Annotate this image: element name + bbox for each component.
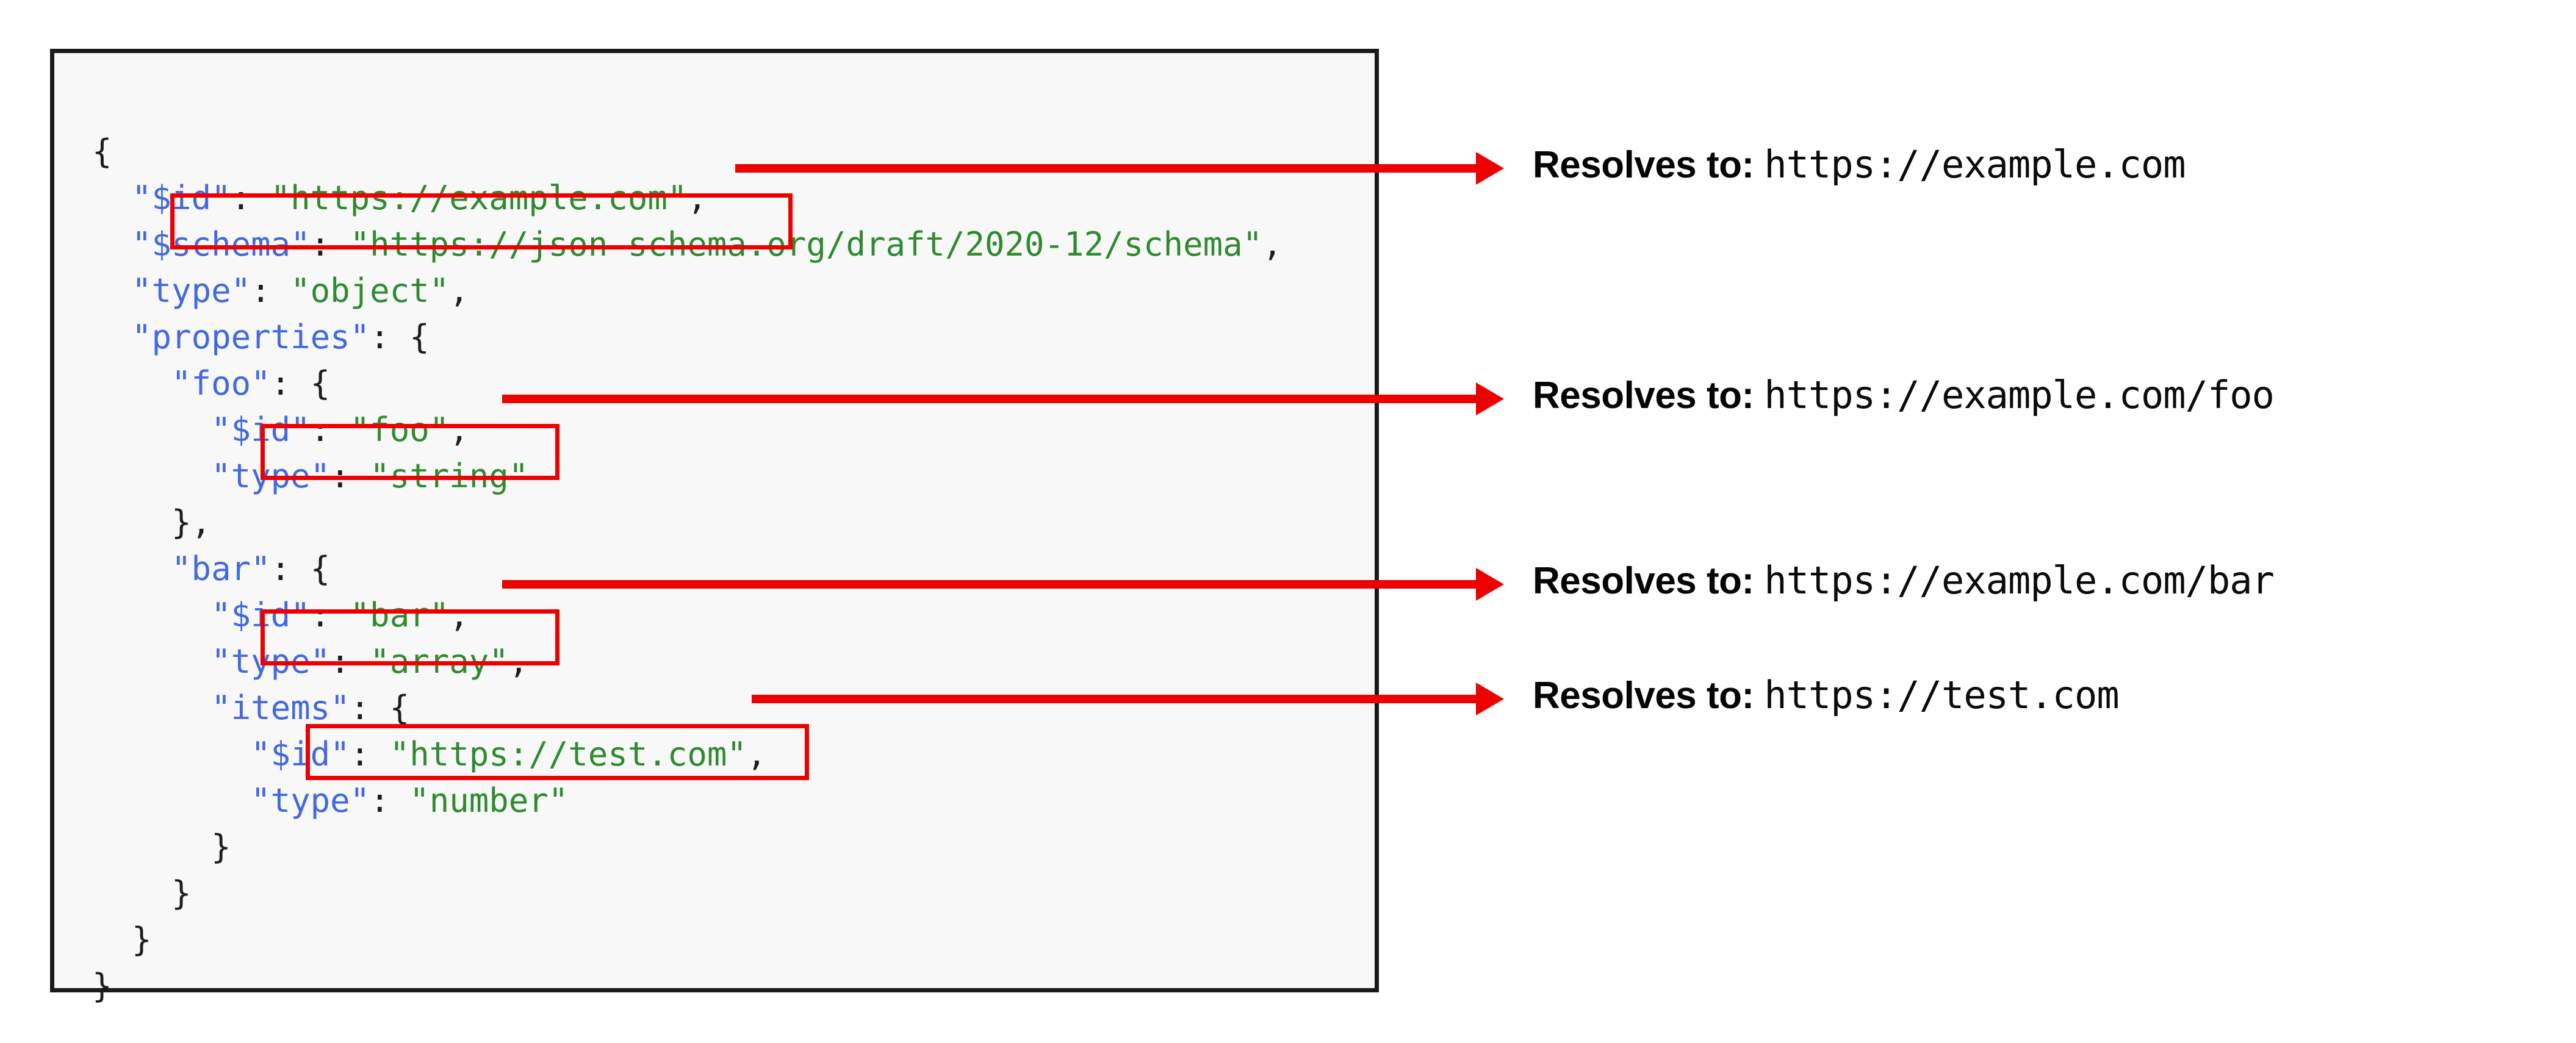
value-type-bar: "array"	[370, 642, 509, 681]
key-type-foo: "type"	[211, 457, 331, 495]
code-line-9: },	[92, 500, 1283, 546]
colon-4: :	[251, 271, 291, 310]
comma-2: ,	[687, 179, 707, 217]
annotation-label: Resolves to:	[1533, 144, 1765, 186]
value-id-foo: "foo"	[350, 410, 450, 449]
value-id-bar: "bar"	[350, 596, 450, 634]
annotation-id-foo: Resolves to: https://example.com/foo	[1533, 373, 2275, 417]
annotation-id-root: Resolves to: https://example.com	[1533, 146, 2186, 184]
key-properties: "properties"	[132, 318, 370, 356]
comma-11: ,	[449, 596, 469, 634]
json-code-listing: { "$id": "https://example.com", "$schema…	[92, 129, 1283, 1009]
arrowhead-icon	[1476, 382, 1504, 415]
comma-12: ,	[508, 642, 529, 681]
code-line-11: "$id": "bar",	[92, 592, 1283, 639]
annotation-url: https://example.com/bar	[1764, 558, 2275, 603]
value-type-root: "object"	[290, 271, 450, 310]
code-line-5: "properties": {	[92, 314, 1283, 360]
close-brace-bar: }	[171, 874, 192, 912]
annotation-url: https://example.com	[1764, 142, 2186, 187]
close-brace-items: }	[211, 828, 231, 866]
code-line-4: "type": "object",	[92, 268, 1283, 314]
colon-8: :	[330, 457, 370, 495]
code-line-12: "type": "array",	[92, 639, 1283, 685]
arrow-shaft	[502, 395, 1477, 403]
arrow-shaft	[502, 580, 1477, 589]
arrow-shaft	[735, 164, 1477, 173]
colon-brace-5: : {	[370, 318, 430, 356]
close-brace-root: }	[92, 967, 112, 1005]
value-schema: "https://json-schema.org/draft/2020-12/s…	[350, 225, 1263, 263]
annotation-url: https://test.com	[1764, 673, 2119, 717]
code-line-14: "$id": "https://test.com",	[92, 731, 1283, 778]
value-id-items: "https://test.com"	[389, 735, 747, 773]
key-id-foo: "$id"	[211, 410, 311, 449]
arrow-id-bar	[502, 568, 1504, 601]
arrowhead-icon	[1476, 152, 1504, 185]
key-id-bar: "$id"	[211, 596, 311, 634]
value-type-foo: "string"	[370, 457, 529, 495]
annotation-url: https://example.com/foo	[1764, 373, 2275, 417]
key-type-root: "type"	[132, 271, 251, 310]
arrow-id-foo	[502, 382, 1504, 415]
colon-brace-10: : {	[270, 550, 331, 588]
colon-3: :	[310, 225, 350, 263]
comma-4: ,	[449, 271, 469, 310]
close-brace-foo: },	[171, 503, 212, 542]
code-line-16: }	[92, 824, 1283, 870]
annotation-label: Resolves to:	[1533, 560, 1765, 602]
code-line-17: }	[92, 870, 1283, 917]
comma-3: ,	[1262, 225, 1283, 263]
code-line-7: "$id": "foo",	[92, 407, 1283, 453]
key-items: "items"	[211, 689, 350, 727]
arrow-id-items	[752, 683, 1504, 715]
json-code-panel: { "$id": "https://example.com", "$schema…	[50, 49, 1379, 1005]
code-line-18: }	[92, 917, 1283, 963]
colon-12: :	[330, 642, 370, 681]
colon-2: :	[231, 179, 271, 217]
code-line-8: "type": "string"	[92, 453, 1283, 500]
comma-7: ,	[449, 410, 469, 449]
key-foo: "foo"	[171, 364, 271, 403]
open-brace-root: {	[92, 132, 112, 171]
colon-brace-13: : {	[350, 689, 410, 727]
key-type-items: "type"	[251, 781, 370, 820]
code-line-10: "bar": {	[92, 546, 1283, 592]
arrow-shaft	[752, 695, 1477, 703]
key-id-root: "$id"	[132, 179, 231, 217]
colon-7: :	[310, 410, 350, 449]
code-line-3: "$schema": "https://json-schema.org/draf…	[92, 221, 1283, 268]
annotation-id-items: Resolves to: https://test.com	[1533, 673, 2120, 717]
arrow-id-root	[735, 152, 1504, 185]
key-bar: "bar"	[171, 550, 271, 588]
code-line-6: "foo": {	[92, 360, 1283, 407]
arrowhead-icon	[1476, 568, 1504, 601]
key-schema: "$schema"	[132, 225, 311, 263]
value-id-root: "https://example.com"	[270, 179, 688, 217]
annotation-id-bar: Resolves to: https://example.com/bar	[1533, 560, 2275, 602]
code-line-15: "type": "number"	[92, 778, 1283, 824]
colon-14: :	[350, 735, 390, 773]
arrowhead-icon	[1476, 683, 1504, 715]
comma-14: ,	[746, 735, 767, 773]
colon-11: :	[310, 596, 350, 634]
annotation-label: Resolves to:	[1533, 675, 1765, 717]
colon-15: :	[370, 781, 410, 820]
key-id-items: "$id"	[251, 735, 350, 773]
value-type-items: "number"	[409, 781, 569, 820]
colon-brace-6: : {	[270, 364, 331, 403]
close-brace-properties: }	[132, 920, 152, 959]
code-line-1: {	[92, 129, 1283, 175]
code-line-19: }	[92, 963, 1283, 1009]
key-type-bar: "type"	[211, 642, 331, 681]
annotation-label: Resolves to:	[1533, 375, 1765, 417]
code-line-2: "$id": "https://example.com",	[92, 175, 1283, 221]
code-line-13: "items": {	[92, 685, 1283, 731]
